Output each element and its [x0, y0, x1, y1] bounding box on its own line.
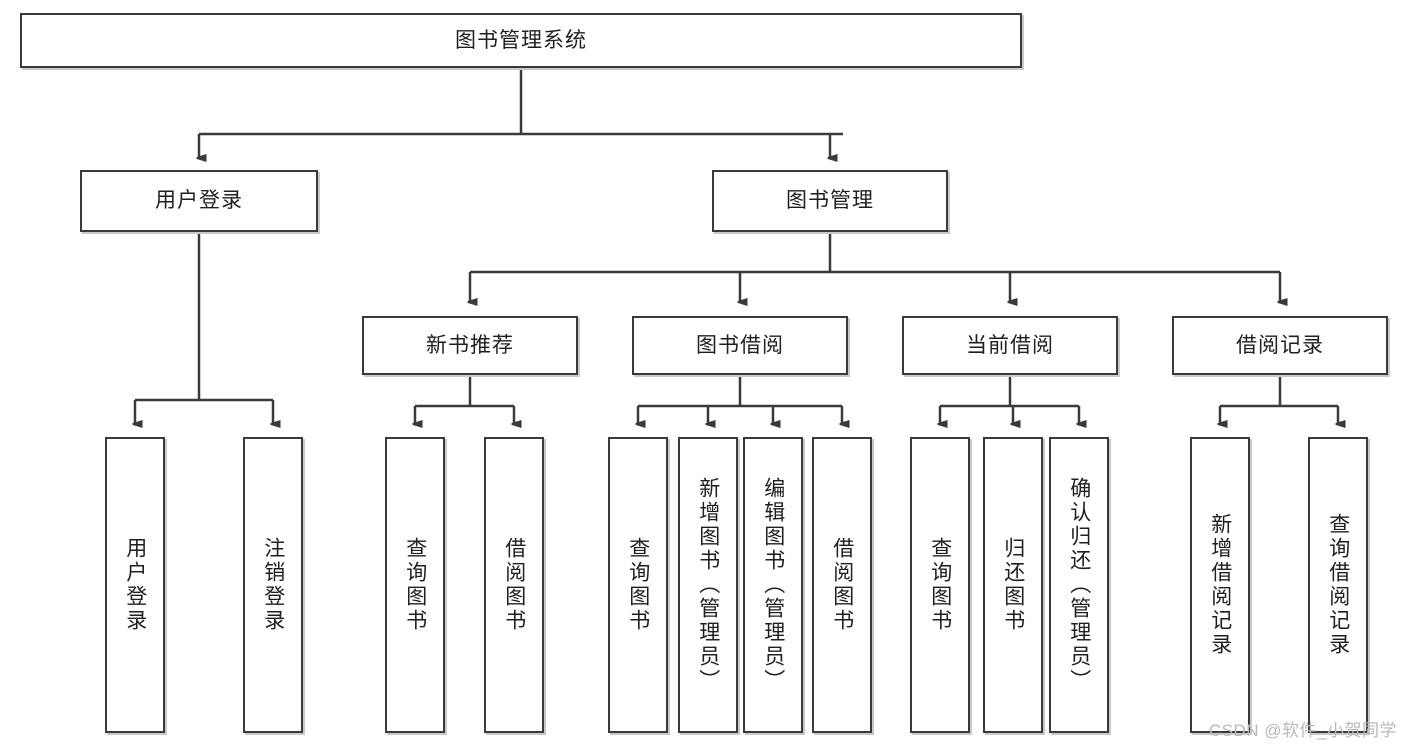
node-current-borrow[interactable]: 当前借阅 [902, 316, 1118, 375]
node-leaf-user-logout-label: 注销登录 [261, 537, 285, 633]
node-book-manage[interactable]: 图书管理 [712, 170, 948, 232]
node-leaf-return-book-label: 归还图书 [1001, 537, 1025, 633]
node-user-login[interactable]: 用户登录 [80, 170, 318, 232]
node-leaf-user-login-label: 用户登录 [123, 537, 147, 633]
node-leaf-query-book-1[interactable]: 查询图书 [385, 437, 445, 733]
node-leaf-borrow-book-1[interactable]: 借阅图书 [484, 437, 544, 733]
node-leaf-borrow-book-2-label: 借阅图书 [830, 537, 854, 633]
node-leaf-query-book-2[interactable]: 查询图书 [608, 437, 668, 733]
node-leaf-query-record[interactable]: 查询借阅记录 [1308, 437, 1368, 733]
node-leaf-query-record-label: 查询借阅记录 [1326, 513, 1350, 657]
csdn-watermark: CSDN @软件_小贺同学 [1208, 721, 1397, 740]
node-leaf-confirm-return-label: 确认归还（管理员） [1067, 477, 1091, 693]
node-leaf-edit-book[interactable]: 编辑图书（管理员） [743, 437, 803, 733]
node-user-login-label: 用户登录 [155, 189, 243, 213]
node-leaf-add-record-label: 新增借阅记录 [1208, 513, 1232, 657]
node-root-label: 图书管理系统 [455, 28, 587, 52]
node-current-borrow-label: 当前借阅 [966, 333, 1054, 357]
node-leaf-query-book-2-label: 查询图书 [626, 537, 650, 633]
node-book-manage-label: 图书管理 [786, 189, 874, 213]
node-leaf-query-book-3[interactable]: 查询图书 [910, 437, 970, 733]
node-borrow-record-label: 借阅记录 [1236, 333, 1324, 357]
node-book-borrow[interactable]: 图书借阅 [632, 316, 848, 375]
node-leaf-add-record[interactable]: 新增借阅记录 [1190, 437, 1250, 733]
node-new-book-rec[interactable]: 新书推荐 [362, 316, 578, 375]
node-borrow-record[interactable]: 借阅记录 [1172, 316, 1388, 375]
node-leaf-user-logout[interactable]: 注销登录 [243, 437, 303, 733]
node-leaf-confirm-return[interactable]: 确认归还（管理员） [1049, 437, 1109, 733]
node-leaf-user-login[interactable]: 用户登录 [105, 437, 165, 733]
node-root[interactable]: 图书管理系统 [20, 13, 1022, 68]
node-leaf-add-book[interactable]: 新增图书（管理员） [678, 437, 738, 733]
node-new-book-rec-label: 新书推荐 [426, 333, 514, 357]
node-leaf-query-book-1-label: 查询图书 [403, 537, 427, 633]
node-leaf-borrow-book-2[interactable]: 借阅图书 [812, 437, 872, 733]
node-leaf-return-book[interactable]: 归还图书 [983, 437, 1043, 733]
node-leaf-add-book-label: 新增图书（管理员） [696, 477, 720, 693]
node-leaf-query-book-3-label: 查询图书 [928, 537, 952, 633]
node-leaf-borrow-book-1-label: 借阅图书 [502, 537, 526, 633]
node-leaf-edit-book-label: 编辑图书（管理员） [761, 477, 785, 693]
node-book-borrow-label: 图书借阅 [696, 333, 784, 357]
